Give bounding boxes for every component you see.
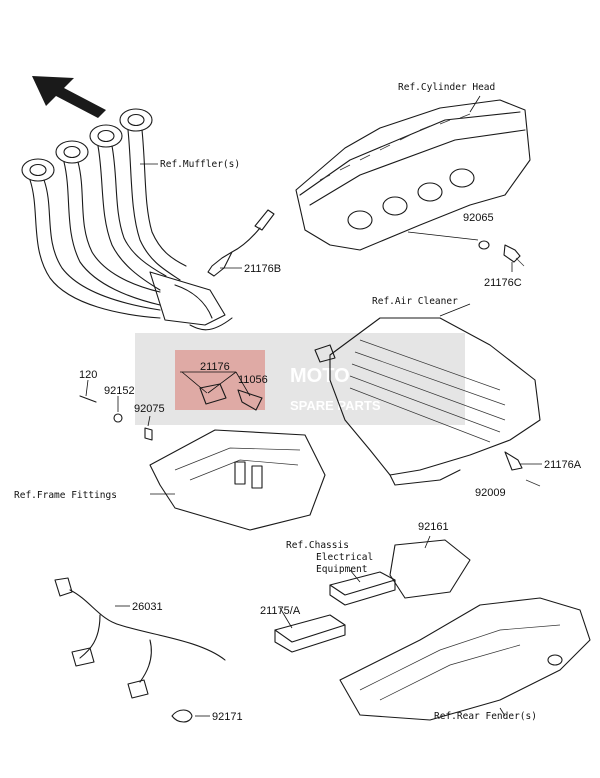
part-21175A: 21175/A (260, 605, 301, 617)
sensor-21176B (207, 209, 275, 277)
small-parts-left (79, 371, 263, 441)
part-21176A: 21176A (544, 459, 582, 471)
cylinder-head (295, 95, 531, 251)
part-120: 120 (79, 369, 97, 381)
parts-92065-21176C (407, 231, 525, 272)
watermark: MOTO SPARE PARTS (135, 333, 465, 425)
part-11056: 11056 (238, 374, 268, 386)
label-ref-equipment: Equipment (316, 564, 367, 575)
part-92171: 92171 (212, 711, 243, 723)
label-ref-air-cleaner: Ref.Air Cleaner (372, 296, 458, 307)
wiring-harness (54, 577, 226, 723)
part-92161: 92161 (418, 521, 449, 533)
front-direction-arrow-icon (32, 76, 106, 118)
frame-fittings-bracket (149, 429, 326, 531)
part-21176B: 21176B (244, 263, 281, 275)
part-92009: 92009 (475, 487, 506, 499)
watermark-sub: SPARE PARTS (290, 398, 381, 413)
part-26031: 26031 (132, 601, 163, 613)
exhaust-headers (21, 108, 233, 331)
label-ref-cylinder-head: Ref.Cylinder Head (398, 82, 495, 93)
label-ref-frame-fittings: Ref.Frame Fittings (14, 490, 117, 501)
label-ref-mufflers: Ref.Muffler(s) (160, 159, 240, 170)
part-21176C: 21176C (484, 277, 522, 289)
watermark-brand: MOTO (290, 365, 350, 387)
ecu-units (274, 569, 396, 653)
part-21176: 21176 (200, 361, 230, 373)
label-ref-chassis: Ref.Chassis (286, 540, 349, 551)
air-cleaner (314, 303, 542, 487)
label-ref-electrical: Electrical (316, 552, 373, 563)
label-ref-rear-fender: Ref.Rear Fender(s) (434, 711, 537, 722)
part-92152: 92152 (104, 385, 135, 397)
part-92075: 92075 (134, 403, 165, 415)
rear-fender (339, 535, 591, 721)
part-92065: 92065 (463, 212, 494, 224)
